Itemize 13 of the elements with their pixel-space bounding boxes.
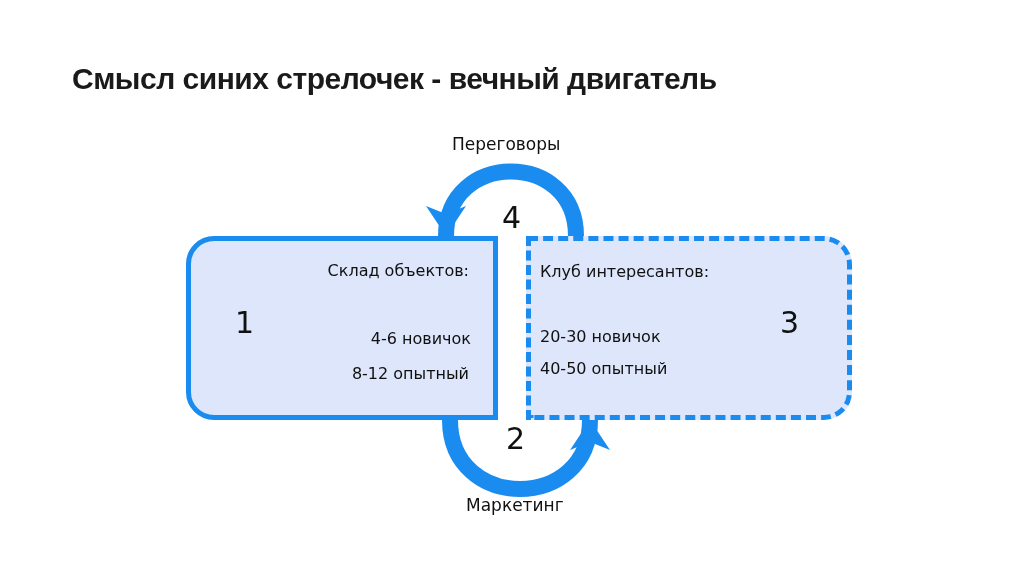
box-text: 4-6 новичок — [370, 329, 471, 349]
box-heading: Клуб интересантов: — [540, 262, 710, 282]
step-number: 3 — [779, 305, 799, 341]
box-text: 8-12 опытный — [351, 364, 469, 384]
box-text: 40-50 опытный — [540, 359, 668, 379]
edge-label: Переговоры — [452, 134, 561, 155]
box-heading: Склад объектов: — [327, 261, 469, 281]
rounded-box — [186, 236, 498, 420]
box-text: 20-30 новичок — [540, 327, 661, 347]
edge-label: Маркетинг — [466, 495, 564, 516]
title: Смысл синих стрелочек - вечный двигатель — [72, 62, 717, 96]
step-number: 1 — [235, 305, 255, 341]
rounded-box — [526, 236, 852, 420]
